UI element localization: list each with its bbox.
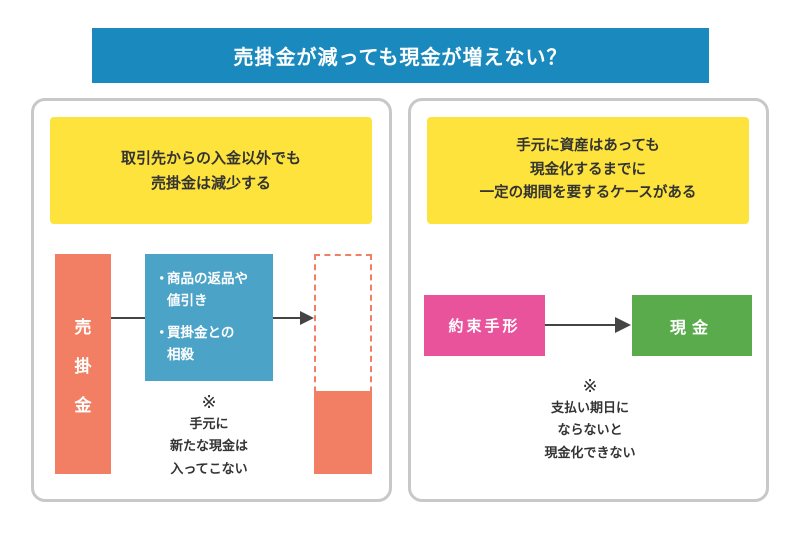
ar-char-3: 金: [74, 395, 92, 416]
right-header-line-1: 手元に資産はあっても: [516, 137, 660, 154]
right-note-line-3: 現金化できない: [544, 446, 636, 462]
ar-char-2: 掛: [74, 356, 92, 377]
left-note-line-3: 入ってこない: [170, 462, 248, 478]
reason-item-offset: ・ 買掛金との 相殺: [155, 322, 263, 367]
cash-box: 現金: [632, 295, 752, 356]
right-header-line-3: 一定の期間を要するケースがある: [479, 185, 697, 202]
right-note-line-2: ならないと: [557, 423, 623, 439]
right-header-line-2: 現金化するまでに: [530, 161, 646, 178]
reason-1-line-2: 値引き: [167, 293, 208, 310]
remaining-receivable-bar: [314, 391, 372, 474]
promissory-note-box: 約束手形: [424, 295, 545, 356]
left-note: ※ 手元に 新たな現金は 入ってこない: [145, 392, 273, 482]
left-note-line-2: 新たな現金は: [169, 439, 248, 455]
right-note: ※ 支払い期日に ならないと 現金化できない: [500, 376, 680, 466]
arrow-right-icon: [111, 311, 314, 325]
accounts-receivable-box: 売 掛 金: [55, 254, 111, 474]
bullet-icon: ・: [155, 271, 169, 287]
left-header-line-1: 取引先からの入金以外でも: [120, 148, 301, 167]
right-note-line-1: 支払い期日に: [550, 400, 629, 416]
reference-mark-icon: ※: [201, 392, 217, 413]
left-header-line-2: 売掛金は減少する: [150, 173, 271, 192]
left-note-line-1: 手元に: [189, 416, 229, 432]
reason-box: ・ 商品の返品や 値引き ・ 買掛金との 相殺: [145, 254, 273, 381]
reason-2-line-2: 相殺: [167, 346, 194, 363]
bullet-icon: ・: [155, 324, 169, 341]
reason-2-line-1: 買掛金との: [167, 324, 235, 341]
page-title: 売掛金が減っても現金が増えない？: [92, 28, 709, 83]
reference-mark-icon: ※: [582, 376, 598, 397]
reason-item-returns: ・ 商品の返品や 値引き: [155, 268, 263, 313]
arrow-right-icon: [545, 317, 631, 333]
left-header: 取引先からの入金以外でも 売掛金は減少する: [50, 117, 372, 224]
reason-1-line-1: 商品の返品や: [167, 271, 248, 287]
ar-char-1: 売: [74, 317, 92, 338]
right-header: 手元に資産はあっても 現金化するまでに 一定の期間を要するケースがある: [427, 117, 749, 224]
